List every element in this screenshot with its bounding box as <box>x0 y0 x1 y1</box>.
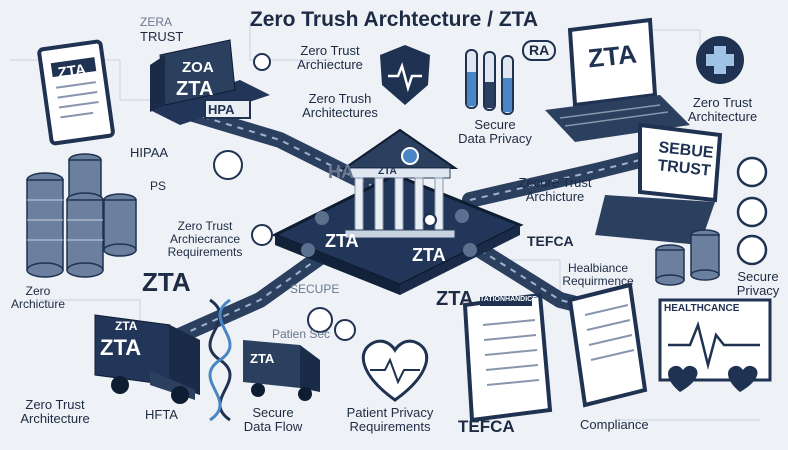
label-secure-data-privacy: Secure Data Privacy <box>458 117 532 147</box>
sign-healthcance: HEALTHCANCE <box>664 303 740 314</box>
label-zero-trust-requirements: Zero Trust Archiecrance Requirements <box>167 219 243 260</box>
lock-icon <box>213 53 437 341</box>
label-ra: RA <box>522 40 557 62</box>
label-patient-privacy: Patient Privacy Requirements <box>346 405 434 435</box>
label-zero-trust-architecture-bottom-left: Zero Trust Architecture <box>20 397 90 427</box>
label-tefca-mid: TEFCA <box>527 233 574 249</box>
sign-zta-small-van: ZTA <box>250 351 275 366</box>
label-zero-trush-architectures: Zero Trush Architectures <box>302 91 378 121</box>
laptop-icon-2 <box>595 122 723 245</box>
sign-hpa: HPA <box>208 102 235 117</box>
label-compliance: Compliance <box>580 417 649 432</box>
sign-zta-box-truck: ZTA <box>115 319 138 333</box>
label-zera: ZERA <box>140 15 173 29</box>
truck-icon <box>150 39 270 125</box>
sign-zta-box-side: ZTA <box>100 335 142 360</box>
label-zta-center-mid: ZTA <box>436 288 474 310</box>
monitor-heartbeat-icon <box>658 298 772 392</box>
shield-heart-icon <box>380 45 430 105</box>
label-zero-trust-archiecture: Zero Trust Archiecture <box>297 43 363 73</box>
heart-pulse-icon <box>361 339 429 402</box>
label-zta-big: ZTA <box>142 267 191 297</box>
label-tefca-bottom: TEFCA <box>458 417 515 436</box>
sign-zta-truck: ZTA <box>176 78 214 100</box>
server-stack-icon <box>26 153 137 278</box>
sign-zoa-truck: ZOA <box>182 59 214 76</box>
medical-cross-icon <box>696 36 744 84</box>
sign-sebue-trust: SEBUE TRUST <box>656 139 715 180</box>
truck-icon-large <box>94 314 200 404</box>
label-zero-trust-architecture-right: Zero Trust Architecture <box>687 95 758 125</box>
label-secure-small: SECUPE <box>290 282 340 296</box>
dna-icon <box>208 298 232 422</box>
label-healbance: Healbiance Requirmence <box>562 261 634 289</box>
label-hfta: HFTA <box>145 407 178 422</box>
label-ps: PS <box>150 179 167 193</box>
label-patient-small: Patien Sec <box>272 327 331 341</box>
sign-clipboard-header: TATIONHANDICE <box>480 296 537 303</box>
van-icon <box>243 340 320 401</box>
label-zecure-trust: Zecure Trust Archicture <box>518 175 592 205</box>
sign-zta-platform-left: ZTA <box>325 231 359 251</box>
label-hipaa: HIPAA <box>130 145 169 160</box>
clipboard-icon <box>462 292 553 423</box>
clipboard-icon-2 <box>567 282 648 408</box>
page-title: Zero Trush Archtecture / ZTA <box>249 8 539 31</box>
sign-zta-roof: ZTA <box>378 166 397 177</box>
tablet-icon <box>37 39 115 146</box>
label-ha: HA <box>328 162 354 182</box>
label-secure-data-flow: Secure Data Flow <box>243 405 303 435</box>
label-zero-archicture: Zero Archicture <box>10 284 66 312</box>
laptop-icon <box>545 17 690 142</box>
label-secure-privacy: Secure Privacy <box>736 269 780 299</box>
label-trust: TRUST <box>140 29 184 44</box>
building-icon <box>341 128 459 239</box>
right-icon-column <box>736 156 768 266</box>
test-tubes-icon <box>465 49 514 115</box>
sign-zta-laptop: ZTA <box>586 38 639 74</box>
sign-zta-platform-right: ZTA <box>412 245 446 265</box>
server-stack-icon-right <box>655 229 720 286</box>
